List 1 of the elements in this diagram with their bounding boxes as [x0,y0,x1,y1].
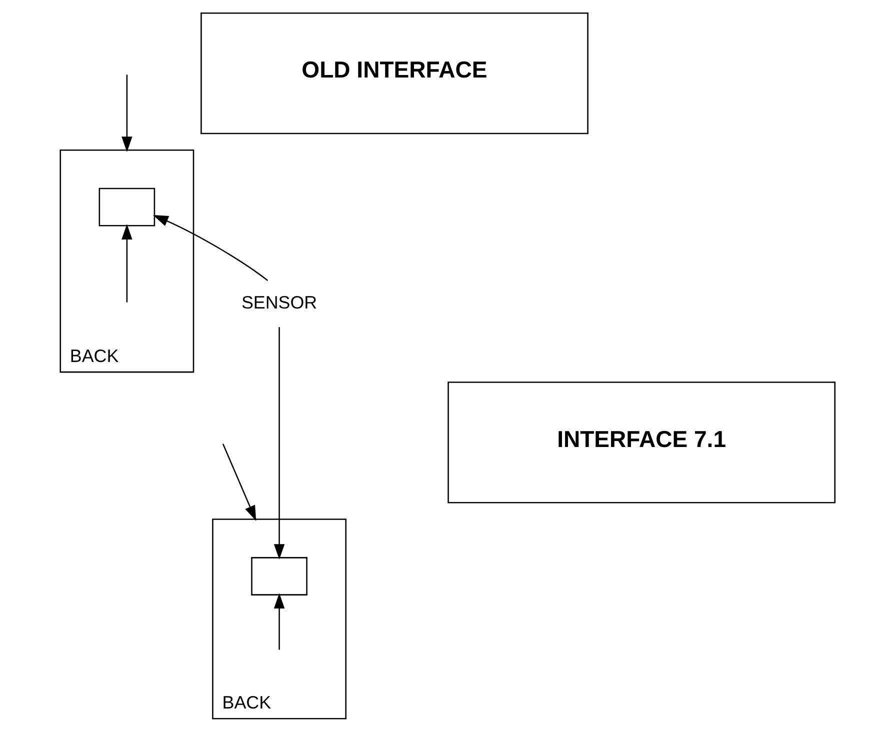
node-text: SENSOR [241,292,318,312]
